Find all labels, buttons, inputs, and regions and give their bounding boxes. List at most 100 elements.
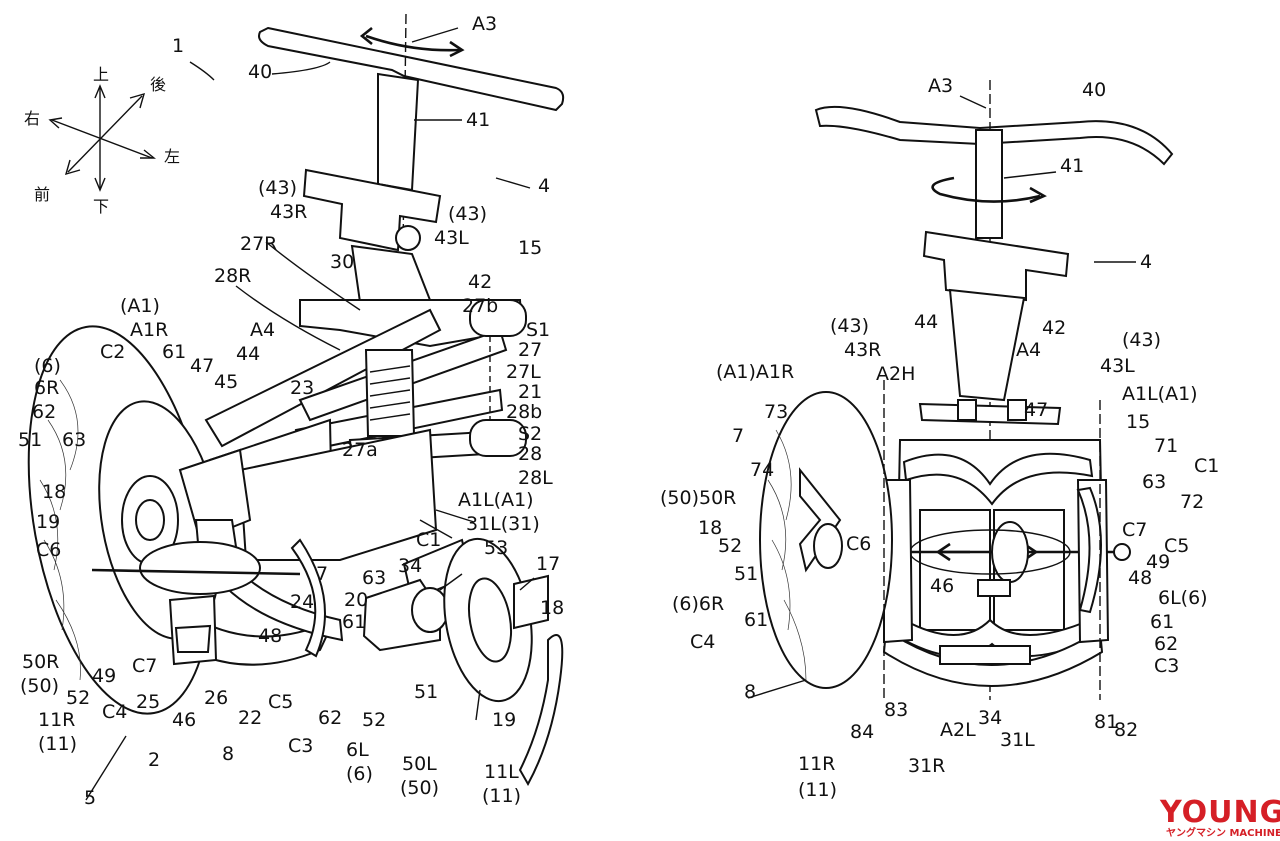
left-ref-label: 44 xyxy=(236,343,260,365)
left-ref-label: 51 xyxy=(18,429,42,451)
left-ref-label: 18 xyxy=(540,597,564,619)
left-ref-label: C3 xyxy=(288,735,313,757)
left-perspective-view xyxy=(27,13,565,801)
right-ref-label: (11) xyxy=(798,779,837,801)
right-ref-label: C7 xyxy=(1122,519,1147,541)
right-ref-label: 43L xyxy=(1100,355,1135,377)
left-ref-label: 27L xyxy=(506,361,541,383)
right-ref-label: 46 xyxy=(930,575,954,597)
left-ref-label: 21 xyxy=(518,381,542,403)
right-ref-label: 18 xyxy=(698,517,722,539)
dir-front: 前 xyxy=(34,185,50,204)
left-ref-label: 42 xyxy=(468,271,492,293)
right-ref-label: C6 xyxy=(846,533,871,555)
right-ref-label: 74 xyxy=(750,459,774,481)
left-ref-label: 27R xyxy=(240,233,277,255)
young-machine-logo: YOUNG ヤングマシン MACHINE xyxy=(1159,795,1280,839)
right-ref-label: A2L xyxy=(940,719,976,741)
left-ref-label: 4 xyxy=(538,175,550,197)
handle-block-43 xyxy=(302,168,442,252)
handle-block-43-front xyxy=(922,230,1070,302)
right-ref-label: 8 xyxy=(744,681,756,703)
right-ref-label: 41 xyxy=(1060,155,1084,177)
steering-column-41 xyxy=(377,72,420,192)
left-ref-label: 63 xyxy=(362,567,386,589)
left-ref-label: 20 xyxy=(344,589,368,611)
right-ref-label: 61 xyxy=(744,609,768,631)
left-ref-label: A3 xyxy=(472,13,497,35)
left-ref-label: 11R xyxy=(38,709,75,731)
left-ref-label: C1 xyxy=(416,529,441,551)
left-ref-label: 31L(31) xyxy=(466,513,540,535)
left-ref-label: 25 xyxy=(136,691,160,713)
dir-up: 上 xyxy=(93,65,109,84)
left-ref-label: 28R xyxy=(214,265,251,287)
left-ref-label: 26 xyxy=(204,687,228,709)
direction-compass: 上 後 右 左 前 下 xyxy=(24,65,180,216)
right-ref-label: 62 xyxy=(1154,633,1178,655)
right-ref-label: A2H xyxy=(876,363,915,385)
right-ref-label: C4 xyxy=(690,631,715,653)
left-ref-label: 50R xyxy=(22,651,59,673)
left-ref-label: 6L xyxy=(346,739,369,761)
left-ref-label: (43) xyxy=(448,203,487,225)
left-ref-label: 27a xyxy=(342,439,378,461)
left-ref-label: 2 xyxy=(148,749,160,771)
left-ref-label: (11) xyxy=(482,785,521,807)
steering-column-41-front xyxy=(975,129,1003,239)
right-ref-label: 81 xyxy=(1094,711,1118,733)
right-ref-label: (6)6R xyxy=(672,593,724,615)
left-ref-label: (50) xyxy=(400,777,439,799)
right-ref-label: 83 xyxy=(884,699,908,721)
right-ref-label: (43) xyxy=(1122,329,1161,351)
dir-back: 後 xyxy=(150,75,166,94)
left-ref-label: 30 xyxy=(330,251,354,273)
left-ref-label: 27 xyxy=(518,339,542,361)
left-ref-label: (A1) xyxy=(120,295,160,317)
left-ref-label: (50) xyxy=(20,675,59,697)
right-ref-label: 63 xyxy=(1142,471,1166,493)
right-ref-label: 52 xyxy=(718,535,742,557)
left-ref-label: A4 xyxy=(250,319,275,341)
right-front-view xyxy=(747,80,1174,700)
left-ref-label: 5 xyxy=(84,787,96,809)
right-ref-label: 31L xyxy=(1000,729,1035,751)
left-ref-label: 24 xyxy=(290,591,314,613)
right-ref-label: (43) xyxy=(830,315,869,337)
right-ref-label: 72 xyxy=(1180,491,1204,513)
left-ref-label: 61 xyxy=(162,341,186,363)
right-ref-label: 6L(6) xyxy=(1158,587,1208,609)
left-ref-label: 52 xyxy=(362,709,386,731)
left-ref-label: 41 xyxy=(466,109,490,131)
dir-left: 左 xyxy=(164,147,180,166)
dir-down: 下 xyxy=(93,197,109,216)
left-ref-label: 62 xyxy=(32,401,56,423)
left-ref-label: S1 xyxy=(526,319,550,341)
left-ref-label: (43) xyxy=(258,177,297,199)
right-ref-label: 51 xyxy=(734,563,758,585)
right-ref-label: C1 xyxy=(1194,455,1219,477)
right-ref-label: 31R xyxy=(908,755,945,777)
left-ref-label: 19 xyxy=(492,709,516,731)
left-ref-label: 62 xyxy=(318,707,342,729)
right-ref-label: A3 xyxy=(928,75,953,97)
left-ref-label: (6) xyxy=(34,355,61,377)
left-ref-label: 8 xyxy=(222,743,234,765)
right-ref-label: (50)50R xyxy=(660,487,736,509)
left-ref-label: 50L xyxy=(402,753,437,775)
right-ref-label: 44 xyxy=(914,311,938,333)
left-ref-label: 48 xyxy=(258,625,282,647)
right-ref-label: A4 xyxy=(1016,339,1041,361)
left-ref-label: S2 xyxy=(518,423,542,445)
right-ref-label: 47 xyxy=(1024,399,1048,421)
left-ref-label: C5 xyxy=(268,691,293,713)
left-ref-label: 28L xyxy=(518,467,553,489)
left-ref-label: 46 xyxy=(172,709,196,731)
left-ref-label: 28 xyxy=(518,443,542,465)
logo-main-text: YOUNG xyxy=(1159,795,1280,830)
left-ref-label: 43L xyxy=(434,227,469,249)
left-ref-label: C6 xyxy=(36,539,61,561)
right-ref-label: 4 xyxy=(1140,251,1152,273)
